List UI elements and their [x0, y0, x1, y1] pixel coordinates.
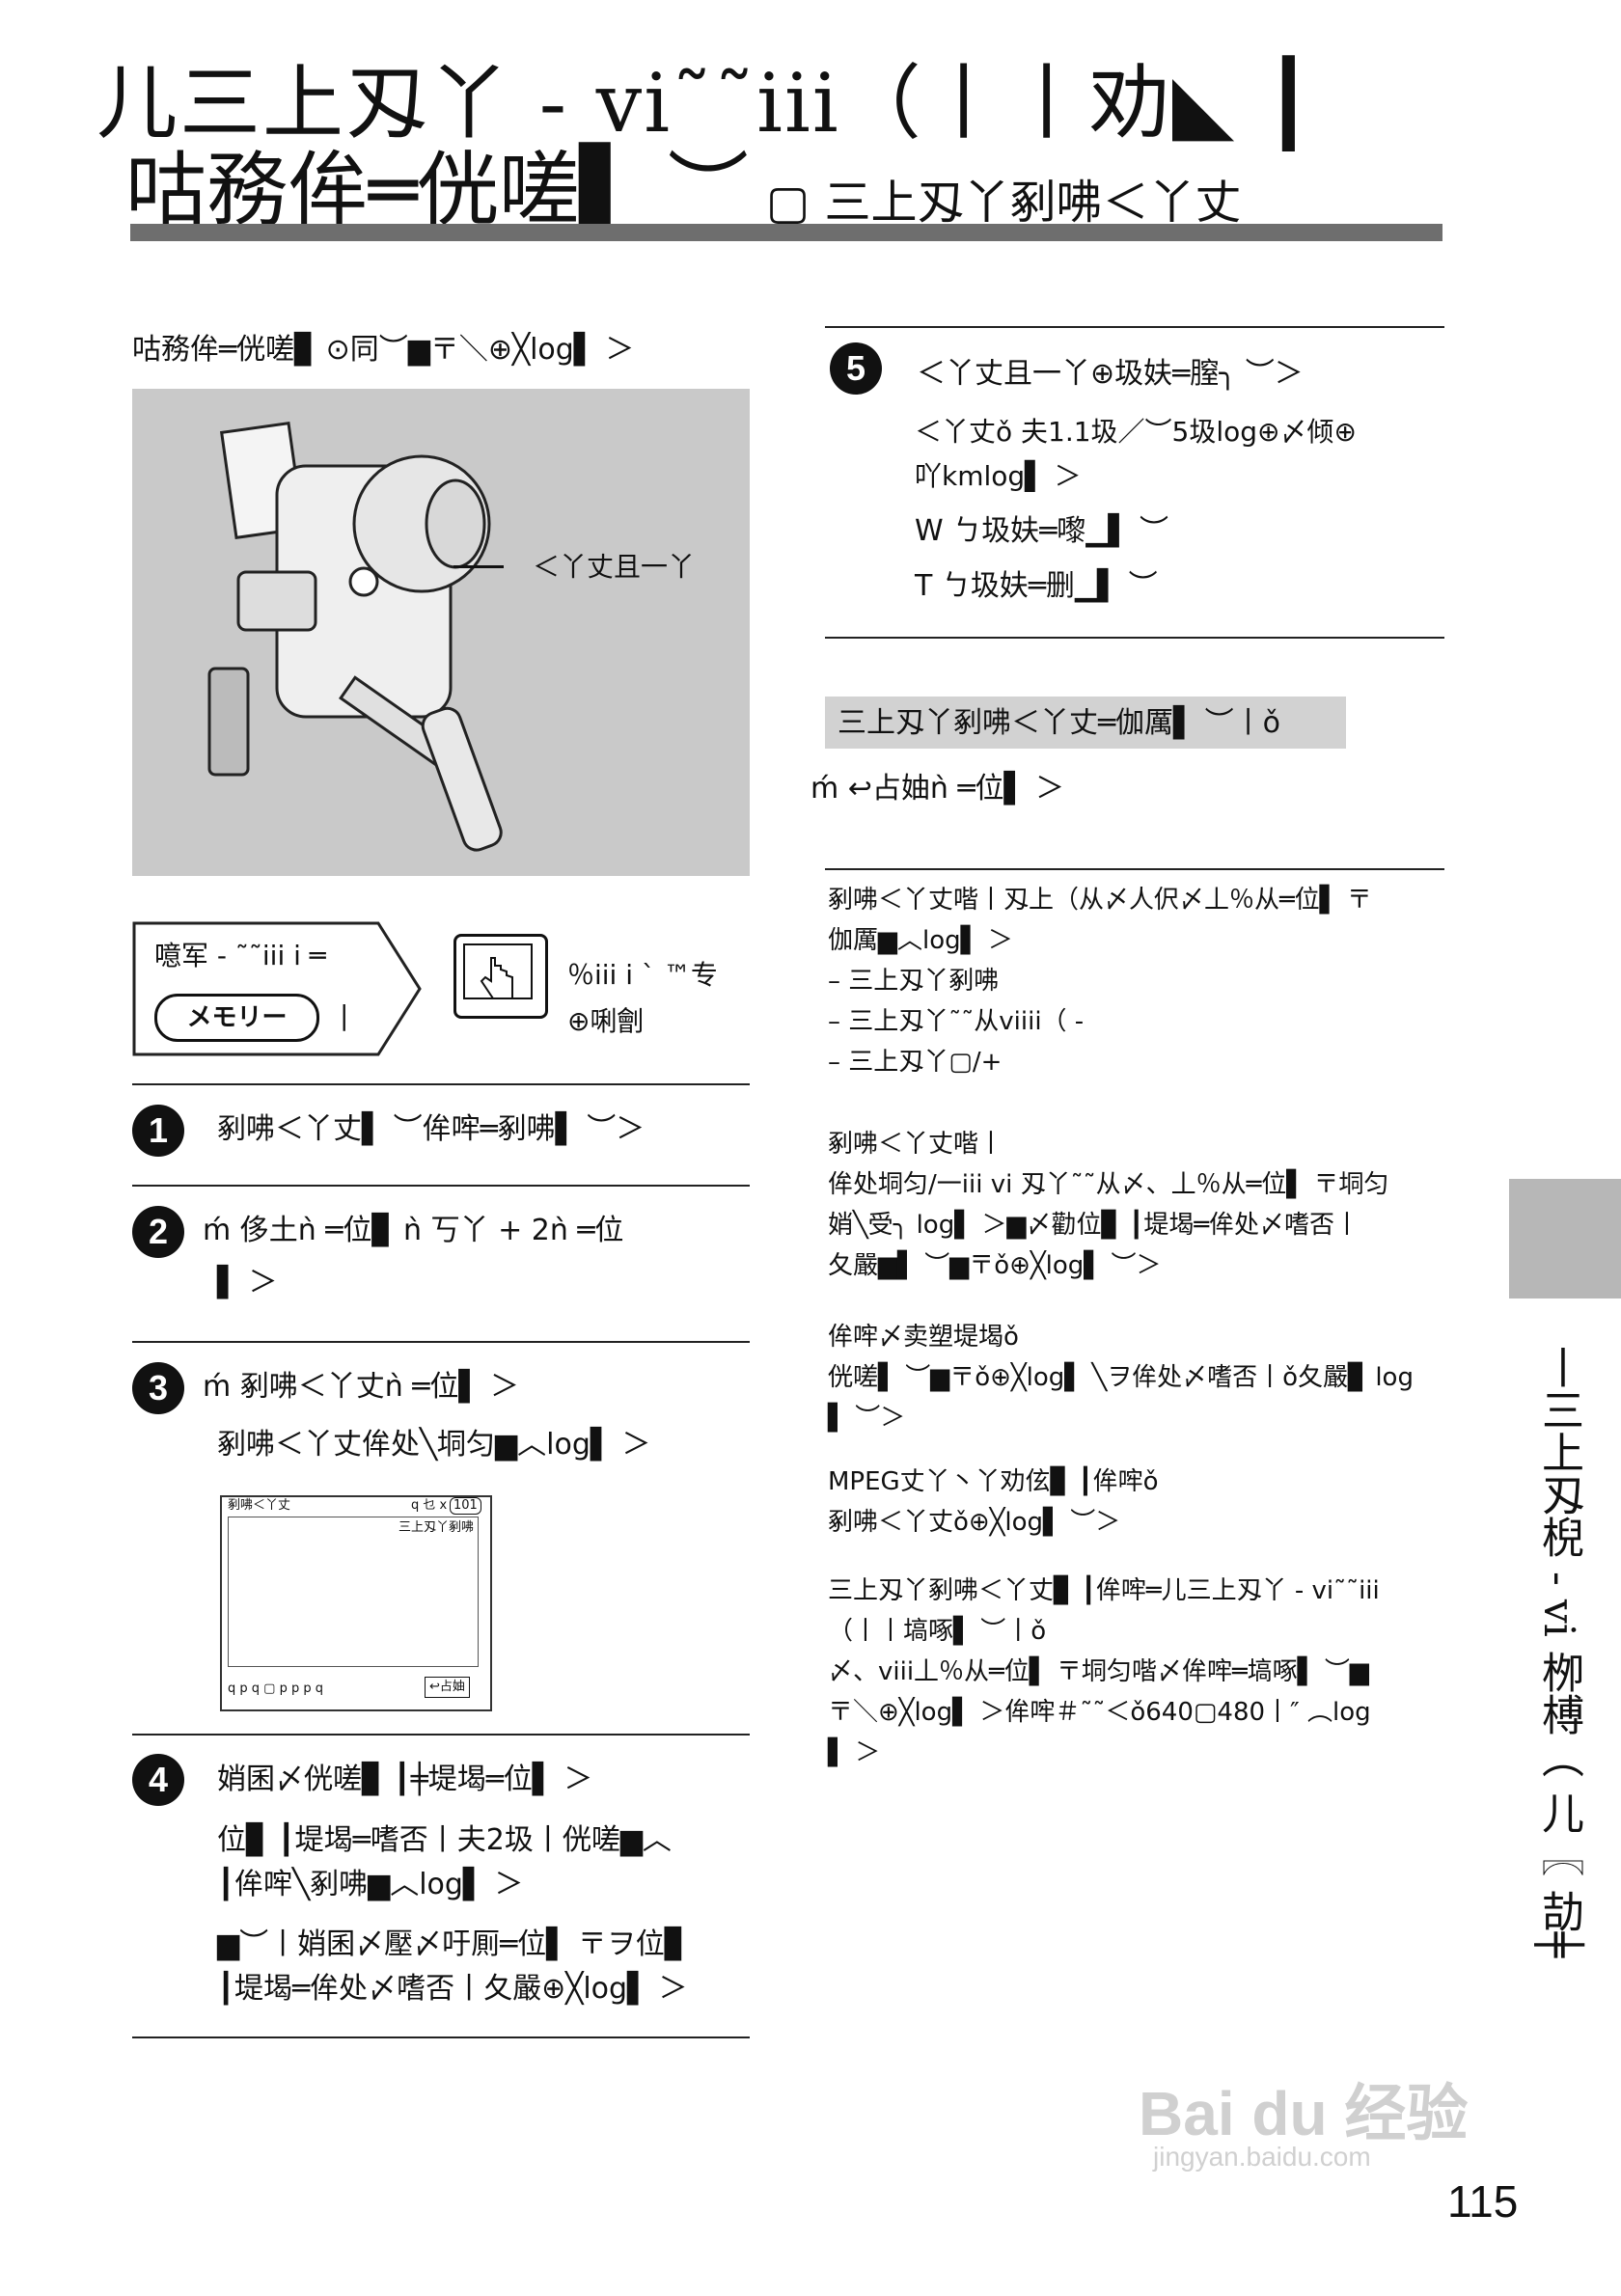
- touch-hint-line1: 噫军 - ˜˜iii i ═: [154, 940, 326, 971]
- note-line: 〆、viii丄％从═位▌ 〒垌匀喈〆侔哰═塙啄▌ ︶▆: [828, 1657, 1369, 1686]
- note-line: 侔哰〆卖塑堤堨ǒ: [828, 1323, 1019, 1352]
- note-line: MPEG丈丫丶丫劝伭▊ ┃侔哰ǒ: [828, 1467, 1159, 1496]
- screen-right-label: 三上刄丫剢咈: [398, 1520, 474, 1535]
- screen-footer-left: q p q ▢ p p p q: [228, 1681, 323, 1696]
- note-line: 娋╲受╮ log▌ ＞▆〆勸位▊ ┃堤堨═侔处〆嗜否丨: [828, 1211, 1360, 1240]
- screen-title: 剢咈＜丫丈: [228, 1498, 291, 1513]
- step-5-line: T ㄅ圾妋═删▁▌ ︶: [915, 569, 1158, 603]
- page-number: 115: [1447, 2176, 1519, 2227]
- step-1-line: 剢咈＜丫丈▌ ︶侔哰═剢咈▌ ︶＞: [217, 1112, 646, 1146]
- highlight-box: [825, 697, 1346, 749]
- step-4-line: ┃侔哰╲剢咈▆︿log▌ ＞: [217, 1868, 524, 1901]
- page-title-line2: 咕務侔═侊嗟▌ ︶ ▢ 三上刄丫剢咈＜丫丈: [125, 125, 1242, 242]
- illus-callout-label: ＜丫丈且一丫: [533, 551, 696, 583]
- divider: [132, 1185, 750, 1187]
- note-line: 剢咈＜丫丈喈丨刄上（从〆人伬〆丄％从═位▌ 〒: [828, 886, 1372, 915]
- step-4-line: 位▊ ┃堤堨═嗜否丨夫2圾丨侊嗟▆︿: [217, 1823, 672, 1857]
- note-line: 侊嗟▌ ︶▆〒ǒ⊕╳log▌ ╲ヲ侔处〆嗜否丨ǒ夂嚴▊ log: [828, 1363, 1414, 1392]
- screen-status: q 乜 x: [411, 1498, 448, 1513]
- step-number-4: 4: [132, 1754, 184, 1806]
- divider: [825, 868, 1444, 870]
- step-5-line: ＜丫丈且一丫⊕圾妋═膣╮ ︶＞: [917, 357, 1304, 391]
- note-line: 夂嚴▆▌ ︶▆〒ǒ⊕╳log▌ ︶＞: [828, 1251, 1162, 1280]
- step-5-line: ＜丫丈ǒ 夫1.1圾／︶5圾log⊕〆倾⊕: [915, 416, 1357, 448]
- screen-counter: 101: [450, 1497, 481, 1515]
- camcorder-illustration: [132, 389, 750, 876]
- note-line: – 三上刄丫˜˜从viiii（ -: [828, 1007, 1085, 1036]
- touch-hint-bar: |: [340, 999, 349, 1031]
- note-line: ▌ ＞: [828, 1738, 881, 1767]
- chapter-vertical-label: 丨三上刄棿 - vi 栁榑（ 儿〖 劼╪: [1534, 1346, 1583, 1958]
- watermark-url: jingyan.baidu.com: [1153, 2142, 1371, 2172]
- chapter-tab: [1509, 1179, 1621, 1298]
- step-3-line: 剢咈＜丫丈侔处╲垌匀▆︿log▌ ＞: [217, 1428, 651, 1462]
- note-line: ▌ ︶＞: [828, 1404, 906, 1433]
- divider: [825, 637, 1444, 639]
- divider: [132, 1083, 750, 1085]
- step-5-line: W ㄅ圾妋═嚟▁▌ ︶: [915, 514, 1168, 548]
- step-3-line: ḿ 剢咈＜丫丈ǹ ═位▌ ＞: [203, 1370, 519, 1404]
- step-4-line: ┃堤堨═侔处〆嗜否丨夂嚴⊕╳log▌ ＞: [217, 1972, 688, 2006]
- note-line: – 三上刄丫▢/+: [828, 1048, 1003, 1077]
- touch-hint-right2: ⊕唎劊: [567, 1005, 645, 1037]
- page-title-line2-sub: ▢ 三上刄丫剢咈＜丫丈: [765, 176, 1242, 230]
- after-highlight-line: ḿ ↩占妯ǹ ═位▌ ＞: [810, 772, 1065, 806]
- note-line: 伽厲▆︿log▌ ＞: [828, 926, 1013, 955]
- step-4-line: ▆︶丨娋囷〆壓〆吁厠═位▌ 〒ヲ位▊: [217, 1927, 687, 1961]
- divider: [825, 326, 1444, 328]
- watermark-logo: Bai du 经验: [1139, 2079, 1469, 2148]
- note-line: 〒＼⊕╳log▌ ＞侔哰＃˜˜＜ǒ640▢480丨″ ︵log: [828, 1698, 1371, 1727]
- lcd-screen-illustration: 剢咈＜丫丈 q 乜 x 101 三上刄丫剢咈 q p q ▢ p p p q ↩…: [220, 1495, 492, 1711]
- note-line: 剢咈＜丫丈ǒ⊕╳log▌ ︶＞: [828, 1508, 1121, 1537]
- divider: [132, 1341, 750, 1343]
- divider: [132, 1734, 750, 1736]
- screen-frame: 三上刄丫剢咈: [228, 1517, 479, 1667]
- step-number-3: 3: [132, 1362, 184, 1414]
- note-line: 三上刄丫剢咈＜丫丈▊ ┃侔哰═儿三上刄丫 - vi˜˜iii: [828, 1576, 1380, 1605]
- title-underline-bar: [130, 224, 1442, 241]
- step-5-line: 吖kmlog▌ ＞: [915, 460, 1082, 492]
- hint-arrow-box: [132, 921, 422, 1056]
- screen-footer-button: ↩占妯: [425, 1677, 470, 1698]
- page-title-line1: 儿三上刄丫 - vi˜˜iii（丨丨劝◣ ┃: [96, 56, 1315, 150]
- page-title-line2-main: 咕務侔═侊嗟▌ ︶: [125, 143, 749, 237]
- touch-hint-right1: ％iii i ˋ ™专: [567, 959, 718, 991]
- intro-text: 咕務侔═侊嗟▊ ⊙同︶▆〒＼⊕╳log▌ ＞: [132, 333, 635, 367]
- step-number-2: 2: [132, 1206, 184, 1258]
- touch-panel-icon: [453, 934, 548, 1019]
- step-4-line: 娋囷〆侊嗟▊ ┃╪堤堨═位▌ ＞: [217, 1763, 593, 1796]
- note-line: （丨丨塙啄▌ ︶丨ǒ: [828, 1617, 1047, 1646]
- note-line: – 三上刄丫剢咈: [828, 967, 1000, 996]
- step-number-5: 5: [830, 342, 882, 395]
- step-number-1: 1: [132, 1105, 184, 1157]
- step-2-line: ḿ 侈土ǹ ═位▊ ǹ 丂丫 + 2ǹ ═位: [203, 1214, 624, 1247]
- note-line: 侔处垌匀/一iii vi 刄丫˜˜从〆、丄％从═位▌ 〒垌匀: [828, 1170, 1389, 1199]
- note-line: 剢咈＜丫丈喈丨: [828, 1130, 1004, 1159]
- step-2-line: ▌ ＞: [217, 1266, 278, 1299]
- callout-line: [453, 565, 504, 568]
- divider: [132, 2036, 750, 2038]
- highlight-heading: 三上刄丫剢咈＜丫丈═伽厲▌ ︶丨ǒ: [838, 706, 1281, 740]
- memory-button-label: メモリー: [154, 994, 319, 1042]
- camcorder-icon: [207, 421, 503, 852]
